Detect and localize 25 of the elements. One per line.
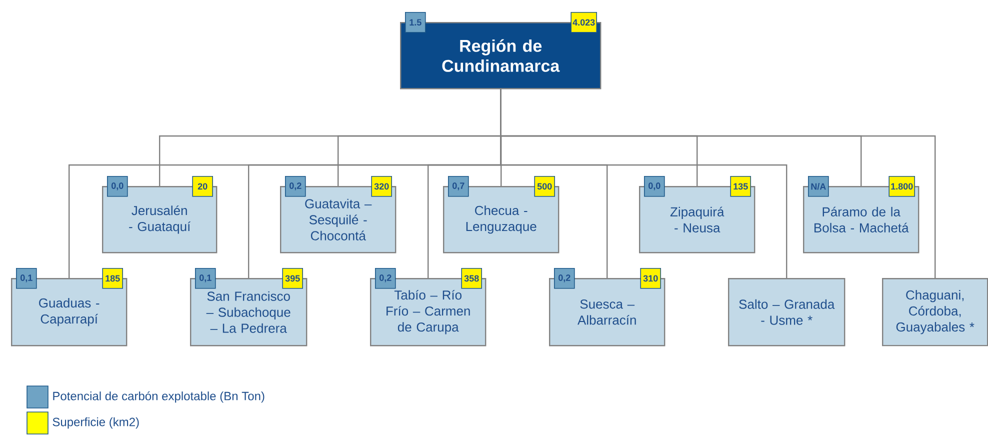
value-badge: 358 [461,268,482,289]
value-badge: 395 [282,268,303,289]
connector-line [500,89,936,278]
value-badge: 0,0 [644,176,665,197]
legend-label: Superficie (km2) [52,417,139,429]
region-box: Chaguani, Córdoba, Guayabales * [882,278,988,346]
value-badge: 20 [192,176,213,197]
value-badge: 0,0 [107,176,128,197]
value-badge: 0,7 [448,176,469,197]
value-badge: 0,2 [285,176,306,197]
value-badge: 1.800 [888,176,915,197]
value-badge: 185 [102,268,123,289]
value-badge: 135 [730,176,751,197]
value-badge: 0,2 [554,268,575,289]
value-badge: 310 [640,268,661,289]
value-badge: 0,2 [375,268,396,289]
value-badge: 4.023 [570,12,597,33]
value-badge: 320 [371,176,392,197]
legend-label: Potencial de carbón explotable (Bn Ton) [53,391,264,403]
value-badge: N/A [808,176,829,197]
value-badge: 1.5 [405,12,426,33]
region-box: Salto – Granada - Usme * [728,278,846,346]
value-badge: 0,1 [16,268,37,289]
value-badge: 500 [534,176,555,197]
value-badge: 0,1 [195,268,216,289]
